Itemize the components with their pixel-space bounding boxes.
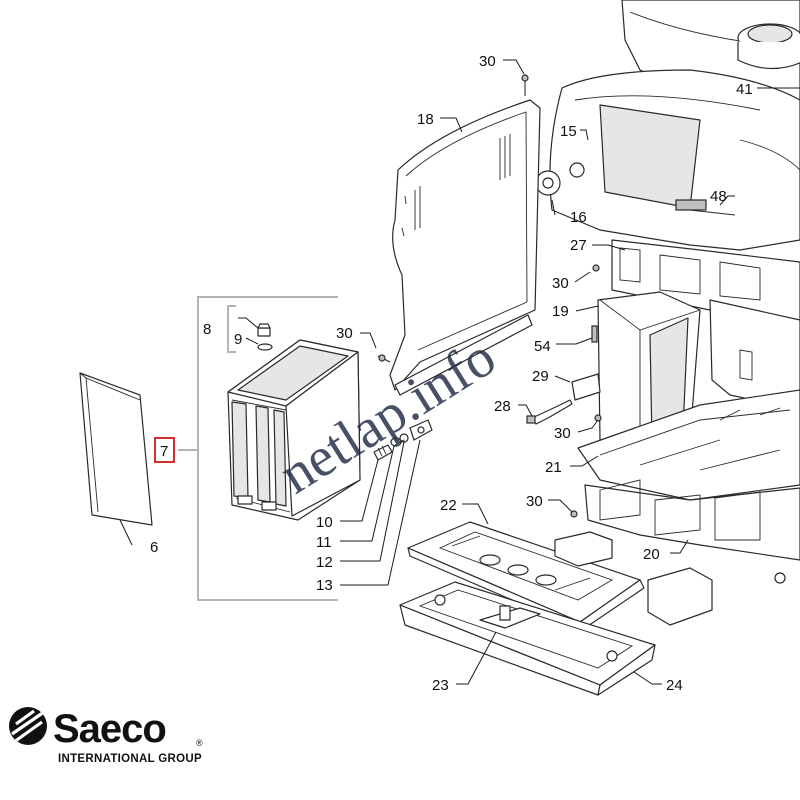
callout-54: 54 [534, 338, 551, 355]
callout-22: 22 [440, 497, 457, 514]
callout-18: 18 [417, 111, 434, 128]
callout-24: 24 [666, 677, 683, 694]
screw-30-panel [377, 354, 391, 363]
callout-12: 12 [316, 554, 333, 571]
callout-16: 16 [570, 209, 587, 226]
tank-lid [79, 372, 153, 526]
saeco-logo: Saeco ® INTERNATIONAL GROUP [9, 707, 203, 765]
front-cover-panel [549, 69, 800, 251]
callout-19: 19 [552, 303, 569, 320]
callout-23: 23 [432, 677, 449, 694]
base-housing [584, 479, 800, 584]
o-ring-9 [257, 343, 273, 351]
registered-mark: ® [196, 738, 203, 748]
screw-30-chassis [570, 264, 602, 518]
water-tank [227, 339, 361, 521]
callout-21: 21 [545, 459, 562, 476]
callout-30: 30 [336, 325, 353, 342]
cable-28 [526, 399, 573, 425]
side-panel [389, 99, 541, 396]
sensor-board-29 [571, 373, 601, 401]
callout-6: 6 [150, 539, 158, 556]
saeco-emblem-icon [9, 707, 47, 745]
screw-30-top [521, 74, 529, 96]
callout-41: 41 [736, 81, 753, 98]
callout-30: 30 [526, 493, 543, 510]
brand-name: Saeco [53, 707, 166, 751]
drip-tray [399, 581, 656, 696]
callout-8: 8 [203, 321, 211, 338]
callout-13: 13 [316, 577, 333, 594]
assembly-bracket-7 [178, 296, 338, 601]
washer-16 [535, 170, 561, 196]
valve-support-13 [409, 419, 433, 441]
callout-29: 29 [532, 368, 549, 385]
leader-lines [119, 59, 800, 685]
valve-cap-8 [257, 323, 271, 337]
callout-15: 15 [560, 123, 577, 140]
valve-body-11 [390, 437, 402, 447]
callout-28: 28 [494, 398, 511, 415]
brand-subtitle: INTERNATIONAL GROUP [58, 753, 202, 765]
callout-11: 11 [316, 534, 332, 551]
callout-27: 27 [570, 237, 587, 254]
callout-30: 30 [552, 275, 569, 292]
spring-10 [373, 444, 393, 461]
callout-7: 7 [160, 443, 168, 460]
callout-labels: 30 41 18 15 48 16 27 30 8 9 30 19 54 29 … [150, 53, 753, 694]
callout-30: 30 [554, 425, 571, 442]
callout-30: 30 [479, 53, 496, 70]
callout-20: 20 [643, 546, 660, 563]
base-plate [577, 389, 800, 501]
machine-chassis [611, 239, 800, 411]
callout-7-highlight [154, 437, 175, 463]
callout-48: 48 [710, 188, 727, 205]
screw-54 [591, 325, 598, 343]
callout-10: 10 [316, 514, 333, 531]
callout-9: 9 [234, 331, 242, 348]
